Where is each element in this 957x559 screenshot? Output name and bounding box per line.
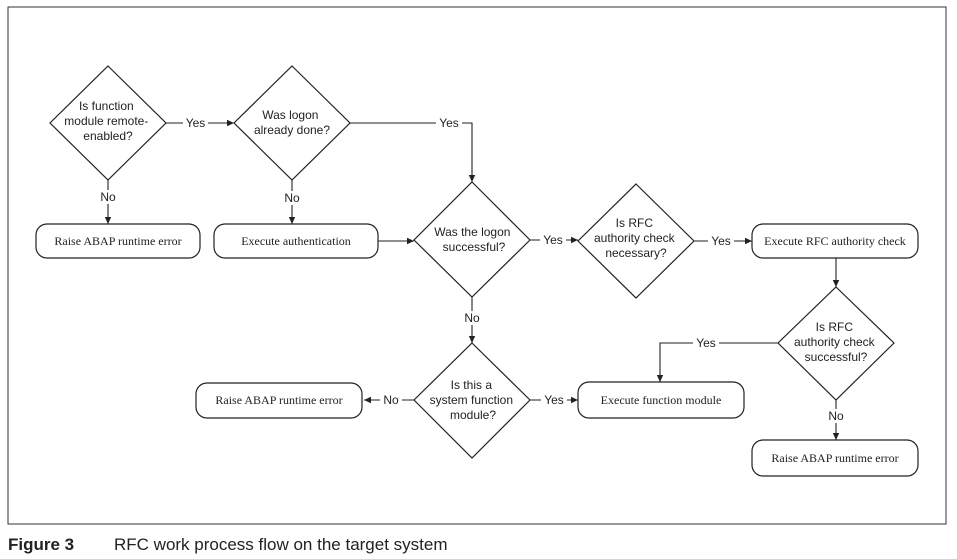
svg-text:Is this a system functio: Is this a system function module?	[430, 378, 517, 422]
edge-label-yes: Yes	[186, 116, 206, 130]
svg-text:Execute function module: Execute function module	[601, 393, 722, 407]
edge-rfc-success-yes	[656, 342, 778, 382]
svg-text:Is RFC authority check: Is RFC authority check successful?	[794, 320, 878, 364]
edge-label-yes: Yes	[711, 234, 731, 248]
svg-text:Raise ABAP runtime error: Raise ABAP runtime error	[771, 451, 898, 465]
flowchart: Yes No No Yes Yes Yes No Yes No No Yes I…	[7, 6, 947, 525]
edge-label-yes: Yes	[543, 233, 563, 247]
svg-text:Is function module remot: Is function module remote- enabled?	[64, 99, 151, 143]
edge-label-no: No	[100, 190, 116, 204]
svg-text:Was the logon successful: Was the logon successful?	[434, 225, 514, 254]
edge-label-yes: Yes	[696, 336, 716, 350]
decision-remote-enabled: Is function module remote- enabled?	[49, 65, 167, 181]
figure-title: RFC work process flow on the target syst…	[114, 535, 448, 554]
edge-label-no: No	[828, 409, 844, 423]
process-execute-rfc-check: Execute RFC authority check	[751, 223, 919, 259]
figure-caption: Figure 3 RFC work process flow on the tar…	[8, 535, 448, 557]
edge-label-yes: Yes	[439, 116, 459, 130]
decision-logon-done: Was logon already done?	[233, 65, 351, 181]
decision-rfc-check-needed: Is RFC authority check necessary?	[577, 183, 695, 299]
svg-text:Is RFC authority check: Is RFC authority check necessary?	[594, 216, 678, 260]
svg-text:Raise ABAP runtime error: Raise ABAP runtime error	[215, 393, 342, 407]
process-execute-authentication: Execute authentication	[213, 223, 379, 259]
svg-text:Raise ABAP runtime error: Raise ABAP runtime error	[54, 234, 181, 248]
edge-label-yes: Yes	[544, 393, 564, 407]
process-raise-error-2: Raise ABAP runtime error	[195, 382, 363, 419]
edge-label-no: No	[464, 311, 480, 325]
process-execute-function-module: Execute function module	[577, 381, 745, 419]
edge-label-no: No	[284, 191, 300, 205]
edge-label-no: No	[383, 393, 399, 407]
process-raise-error-1: Raise ABAP runtime error	[35, 223, 201, 259]
edge-logon-done-yes	[350, 122, 476, 182]
decision-logon-success: Was the logon successful?	[413, 181, 531, 298]
figure-number: Figure 3	[8, 535, 75, 554]
diagram-frame	[7, 6, 947, 525]
process-raise-error-3: Raise ABAP runtime error	[751, 439, 919, 477]
decision-system-function: Is this a system function module?	[413, 342, 531, 459]
decision-rfc-check-success: Is RFC authority check successful?	[777, 286, 895, 401]
svg-text:Execute authentication: Execute authentication	[241, 234, 351, 248]
svg-text:Execute RFC authority check: Execute RFC authority check	[764, 234, 906, 248]
svg-text:Was logon already done?: Was logon already done?	[254, 108, 330, 137]
